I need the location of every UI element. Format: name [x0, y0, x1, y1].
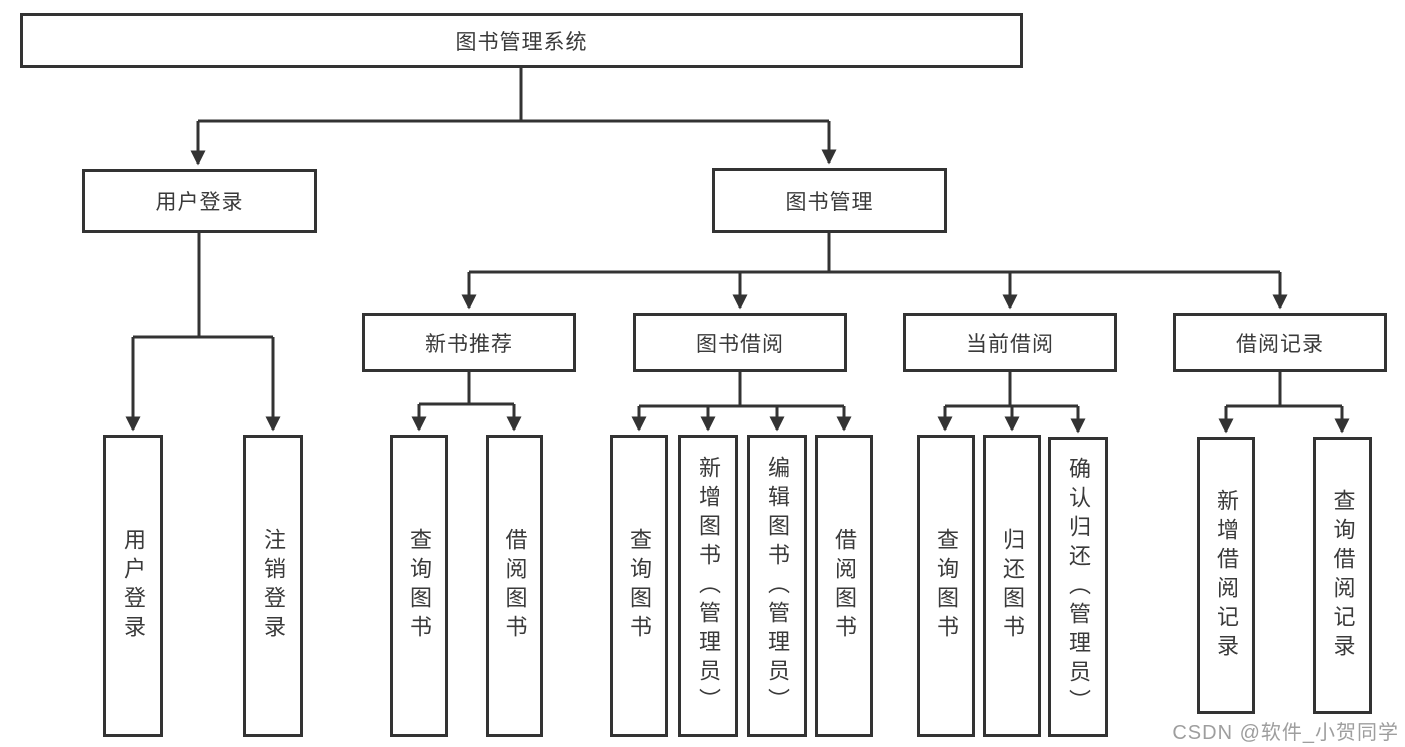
leaf-edit-book-admin-label: 编辑图书（管理员）: [765, 455, 790, 717]
leaf-borrow-books: 借阅图书: [815, 435, 873, 737]
leaf-add-borrow-record: 新增借阅记录: [1197, 437, 1255, 714]
leaf-query-books-current: 查询图书: [917, 435, 975, 737]
leaf-query-books-current-label: 查询图书: [934, 528, 959, 644]
leaf-query-books-borrow-label: 查询图书: [627, 528, 652, 644]
node-new-book-recommend-label: 新书推荐: [425, 332, 513, 356]
leaf-borrow-books-recommend-label: 借阅图书: [502, 528, 528, 644]
leaf-borrow-books-label: 借阅图书: [832, 528, 857, 644]
leaf-edit-book-admin: 编辑图书（管理员）: [747, 435, 807, 737]
node-user-login: 用户登录: [82, 169, 317, 233]
node-current-borrow-label: 当前借阅: [966, 332, 1054, 356]
leaf-return-books: 归还图书: [983, 435, 1041, 737]
node-book-borrow-label: 图书借阅: [696, 332, 784, 356]
leaf-add-borrow-record-label: 新增借阅记录: [1214, 488, 1239, 663]
root-node-library-system: 图书管理系统: [20, 13, 1023, 68]
leaf-query-borrow-record-label: 查询借阅记录: [1330, 488, 1356, 663]
leaf-logout-label: 注销登录: [261, 528, 286, 644]
leaf-query-books-recommend: 查询图书: [390, 435, 448, 737]
node-book-management: 图书管理: [712, 168, 947, 233]
leaf-borrow-books-recommend: 借阅图书: [486, 435, 543, 737]
leaf-user-login-label: 用户登录: [121, 528, 146, 644]
node-borrow-records-label: 借阅记录: [1236, 332, 1324, 356]
node-borrow-records: 借阅记录: [1173, 313, 1387, 372]
leaf-confirm-return-admin-label: 确认归还（管理员）: [1066, 456, 1091, 718]
leaf-query-borrow-record: 查询借阅记录: [1313, 437, 1372, 714]
leaf-add-book-admin: 新增图书（管理员）: [678, 435, 738, 737]
node-new-book-recommend: 新书推荐: [362, 313, 576, 372]
watermark-text: CSDN @软件_小贺同学: [1172, 722, 1399, 744]
leaf-user-login: 用户登录: [103, 435, 163, 737]
node-user-login-label: 用户登录: [155, 191, 244, 214]
leaf-return-books-label: 归还图书: [1000, 528, 1025, 644]
node-book-borrow: 图书借阅: [633, 313, 847, 372]
node-current-borrow: 当前借阅: [903, 313, 1117, 372]
node-book-management-label: 图书管理: [785, 190, 874, 214]
leaf-query-books-borrow: 查询图书: [610, 435, 668, 737]
leaf-logout: 注销登录: [243, 435, 303, 737]
leaf-query-books-recommend-label: 查询图书: [407, 528, 432, 644]
leaf-confirm-return-admin: 确认归还（管理员）: [1048, 437, 1108, 737]
leaf-add-book-admin-label: 新增图书（管理员）: [696, 455, 721, 717]
root-node-label: 图书管理系统: [455, 30, 588, 54]
